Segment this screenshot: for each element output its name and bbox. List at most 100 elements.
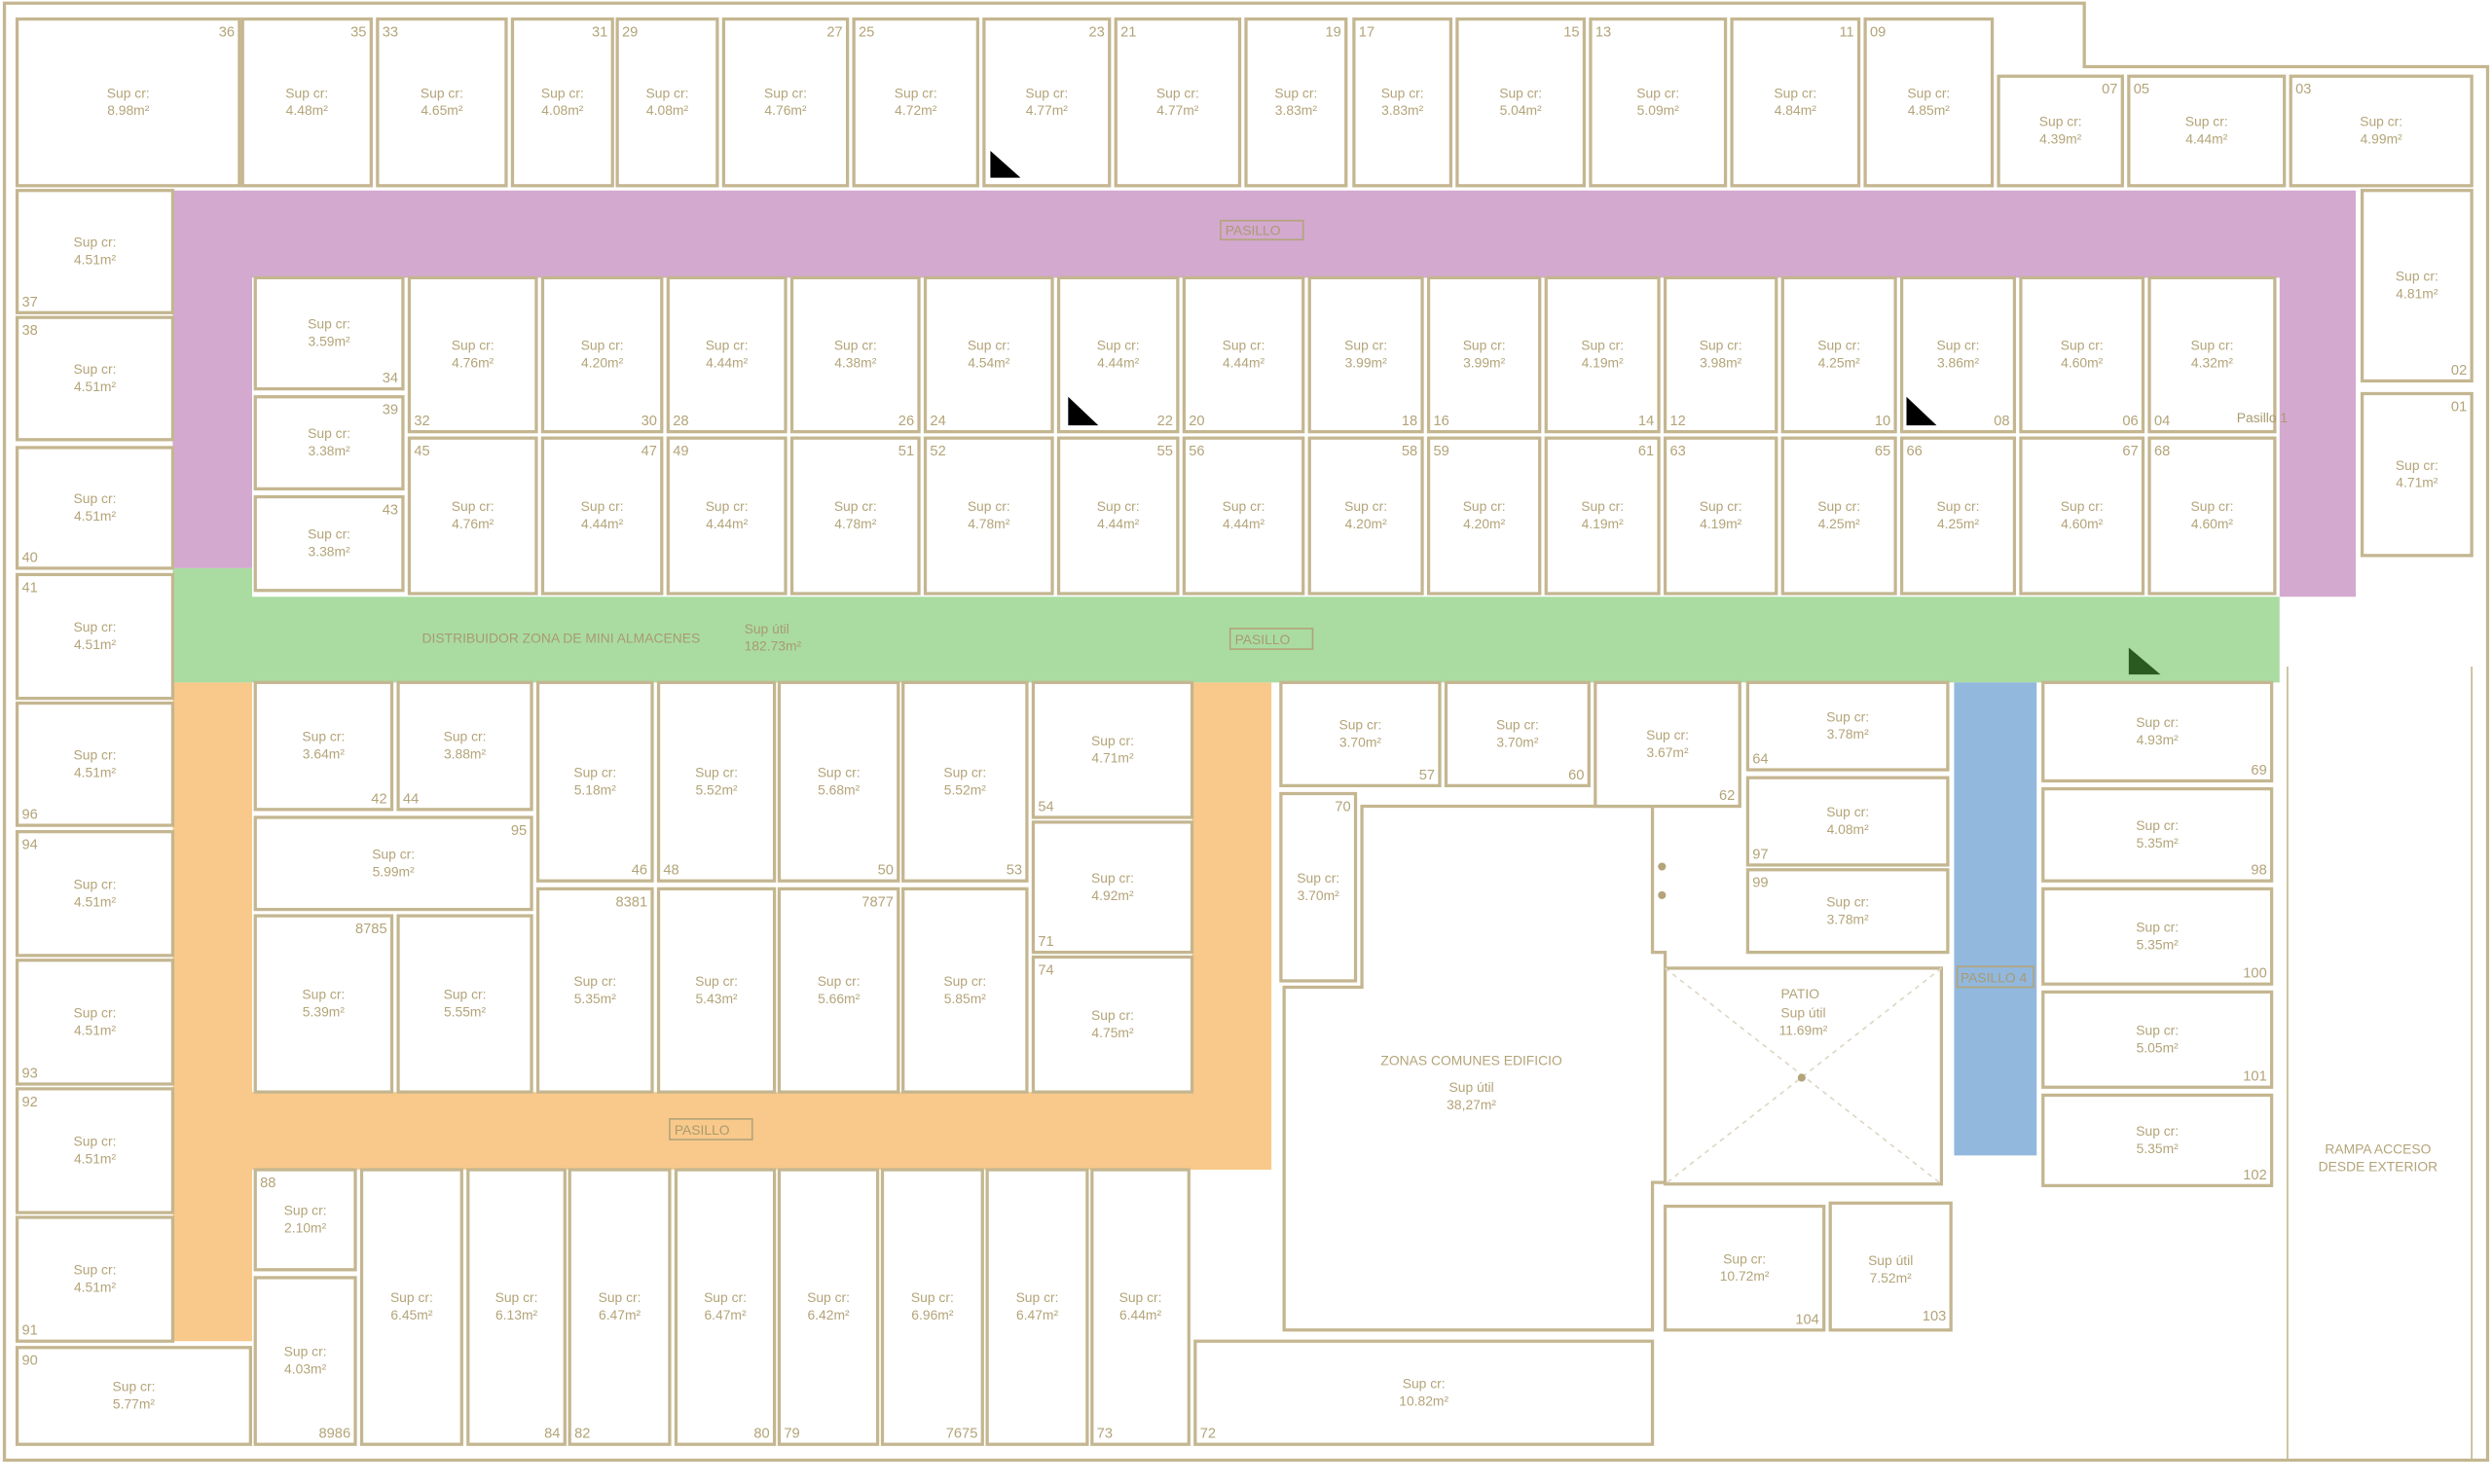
unit-outline[interactable] — [615, 17, 719, 188]
unit-outline[interactable] — [901, 887, 1029, 1094]
unit-outline[interactable] — [777, 887, 900, 1094]
unit-outline[interactable] — [666, 436, 788, 596]
unit-outline[interactable] — [1279, 791, 1358, 983]
unit-outline[interactable] — [15, 446, 175, 570]
unit-outline[interactable] — [901, 680, 1029, 883]
unit-outline[interactable] — [1899, 436, 2017, 596]
unit-outline[interactable] — [2360, 391, 2474, 558]
unit-outline[interactable] — [253, 1276, 357, 1446]
unit-outline[interactable] — [1663, 1204, 1826, 1332]
unit-outline[interactable] — [535, 887, 654, 1094]
unit-outline[interactable] — [568, 1168, 672, 1446]
unit-outline[interactable] — [253, 494, 405, 593]
unit-outline[interactable] — [666, 275, 788, 434]
unit-outline[interactable] — [376, 17, 508, 188]
unit-outline[interactable] — [985, 1168, 1089, 1446]
unit-103[interactable] — [1828, 1201, 1953, 1332]
unit-outline[interactable] — [1544, 275, 1661, 434]
unit-outline[interactable] — [1899, 275, 2017, 434]
unit-outline[interactable] — [1244, 17, 1348, 188]
unit-outline[interactable] — [1352, 17, 1453, 188]
unit-outline[interactable] — [1444, 680, 1591, 787]
unit-outline[interactable] — [1863, 17, 1995, 188]
unit-outline[interactable] — [923, 436, 1054, 596]
unit-outline[interactable] — [396, 680, 533, 812]
unit-outline[interactable] — [15, 17, 241, 188]
unit-outline[interactable] — [1307, 436, 1424, 596]
unit-outline[interactable] — [15, 959, 175, 1086]
unit-outline[interactable] — [1182, 436, 1305, 596]
unit-outline[interactable] — [253, 395, 405, 490]
unit-outline[interactable] — [1090, 1168, 1191, 1446]
unit-outline[interactable] — [1056, 436, 1180, 596]
unit-outline[interactable] — [1594, 680, 1741, 809]
unit-outline[interactable] — [1279, 680, 1442, 787]
unit-outline[interactable] — [15, 830, 175, 958]
unit-outline[interactable] — [1455, 17, 1587, 188]
unit-outline[interactable] — [2127, 74, 2287, 188]
unit-outline[interactable] — [2289, 74, 2474, 188]
unit-outline[interactable] — [923, 275, 1054, 434]
unit-outline[interactable] — [253, 275, 405, 391]
unit-outline[interactable] — [656, 887, 777, 1094]
unit-outline[interactable] — [1426, 436, 1542, 596]
unit-outline[interactable] — [407, 275, 538, 434]
unit-outline[interactable] — [1780, 436, 1897, 596]
unit-outline[interactable] — [1056, 275, 1180, 434]
unit-outline[interactable] — [2041, 887, 2274, 986]
unit-outline[interactable] — [1745, 868, 1950, 955]
unit-outline[interactable] — [1997, 74, 2124, 188]
unit-outline[interactable] — [1307, 275, 1424, 434]
unit-outline[interactable] — [2019, 436, 2145, 596]
unit-outline[interactable] — [15, 572, 175, 701]
unit-outline[interactable] — [15, 701, 175, 827]
unit-outline[interactable] — [982, 17, 1112, 188]
unit-outline[interactable] — [1745, 776, 1950, 867]
unit-outline[interactable] — [253, 815, 533, 912]
unit-outline[interactable] — [2041, 786, 2274, 883]
unit-outline[interactable] — [396, 914, 533, 1094]
